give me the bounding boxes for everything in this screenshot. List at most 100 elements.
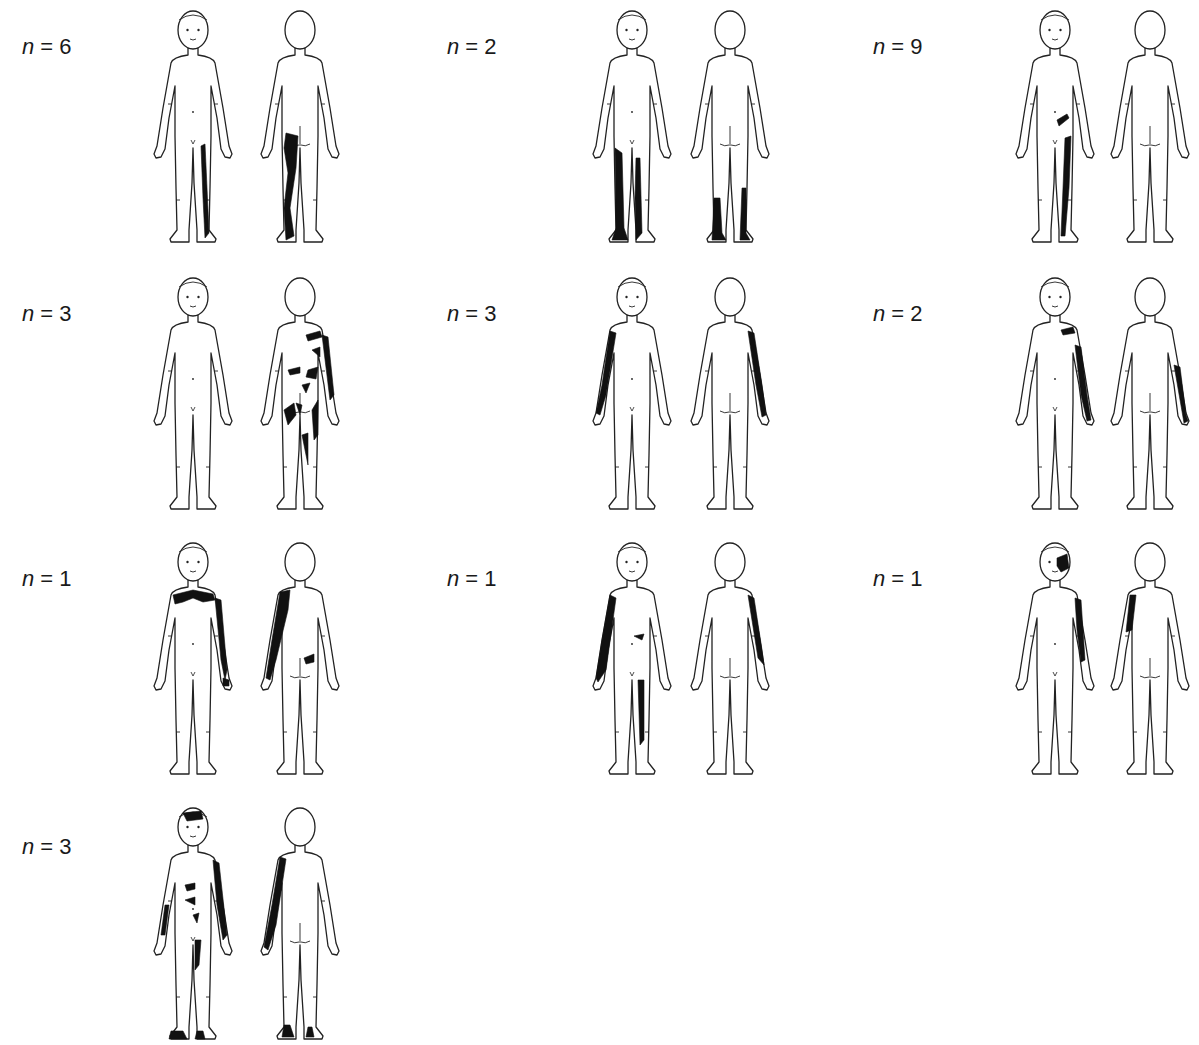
affected-area [284, 403, 296, 425]
body-outline [261, 11, 339, 242]
body-outline [261, 543, 339, 774]
body-map-panel [593, 11, 769, 242]
affected-area [306, 1027, 314, 1037]
back-figure [691, 543, 769, 774]
affected-area [748, 595, 764, 665]
front-figure [1016, 278, 1094, 509]
affected-area [302, 433, 308, 465]
affected-area [596, 595, 616, 682]
body-outline [691, 278, 769, 509]
back-figure [261, 808, 339, 1039]
affected-area [284, 133, 298, 240]
back-figure [1111, 11, 1189, 242]
body-map-panel [1016, 278, 1189, 509]
affected-area [185, 897, 195, 905]
body-outline [261, 278, 339, 509]
affected-area [185, 883, 195, 891]
sample-size-label: n = 2 [447, 35, 497, 59]
body-map-panel [154, 278, 339, 509]
affected-area [173, 590, 215, 604]
affected-area [306, 367, 318, 379]
affected-area [264, 857, 286, 950]
back-figure [691, 278, 769, 509]
body-outline [593, 278, 671, 509]
sample-size-label: n = 9 [873, 35, 923, 59]
affected-area [1075, 598, 1085, 662]
affected-area [748, 331, 766, 417]
body-outline [1016, 11, 1094, 242]
sample-size-label: n = 3 [22, 835, 72, 859]
affected-area [1057, 114, 1069, 126]
body-outline [154, 808, 232, 1039]
body-outline [154, 11, 232, 242]
front-figure [154, 11, 232, 242]
affected-area [1057, 554, 1069, 572]
affected-area [596, 331, 616, 415]
body-outline [593, 11, 671, 242]
affected-area [312, 347, 320, 357]
affected-area [302, 383, 310, 393]
affected-area [312, 400, 318, 440]
back-figure [1111, 278, 1189, 509]
back-figure [261, 543, 339, 774]
body-outline [1016, 543, 1094, 774]
affected-area [296, 403, 302, 415]
affected-area [288, 367, 300, 375]
affected-area [201, 144, 209, 238]
affected-area [195, 1031, 205, 1039]
affected-area [266, 590, 290, 680]
affected-area [161, 905, 169, 935]
front-figure [154, 808, 232, 1039]
sample-size-label: n = 1 [873, 567, 923, 591]
affected-area [635, 158, 642, 240]
body-map-panel [1016, 11, 1189, 242]
front-figure [593, 543, 671, 774]
front-figure [593, 11, 671, 242]
front-figure [154, 543, 232, 774]
affected-area [612, 148, 628, 240]
affected-area [183, 811, 203, 821]
body-outline [154, 278, 232, 509]
back-figure [261, 278, 339, 509]
affected-area [195, 940, 201, 970]
front-figure [593, 278, 671, 509]
back-figure [261, 11, 339, 242]
affected-area [634, 634, 644, 640]
body-map-panel [593, 543, 769, 774]
body-outline [1111, 278, 1189, 509]
affected-area [1061, 327, 1075, 335]
body-outline [261, 808, 339, 1039]
body-outline [691, 543, 769, 774]
sample-size-label: n = 3 [447, 302, 497, 326]
back-figure [1111, 543, 1189, 774]
affected-area [306, 331, 322, 341]
affected-area [1174, 365, 1188, 423]
body-outline [1111, 11, 1189, 242]
affected-area [193, 913, 199, 923]
affected-area [169, 1031, 187, 1039]
body-outline [593, 543, 671, 774]
body-outline [1111, 543, 1189, 774]
front-figure [1016, 11, 1094, 242]
affected-area [223, 678, 229, 686]
affected-area [215, 598, 227, 680]
affected-area [282, 1025, 294, 1037]
affected-area [322, 335, 334, 400]
body-map-panel [1016, 543, 1189, 774]
sample-size-label: n = 3 [22, 302, 72, 326]
front-figure [154, 278, 232, 509]
body-outline [691, 11, 769, 242]
sample-size-label: n = 1 [22, 567, 72, 591]
affected-area [712, 198, 726, 240]
body-map-panel [154, 11, 339, 242]
affected-area [304, 654, 314, 664]
sample-size-label: n = 1 [447, 567, 497, 591]
body-outline [1016, 278, 1094, 509]
sample-size-label: n = 2 [873, 302, 923, 326]
affected-area [213, 860, 227, 940]
affected-area [638, 680, 644, 745]
body-outline [154, 543, 232, 774]
front-figure [1016, 543, 1094, 774]
affected-area [1075, 345, 1091, 421]
